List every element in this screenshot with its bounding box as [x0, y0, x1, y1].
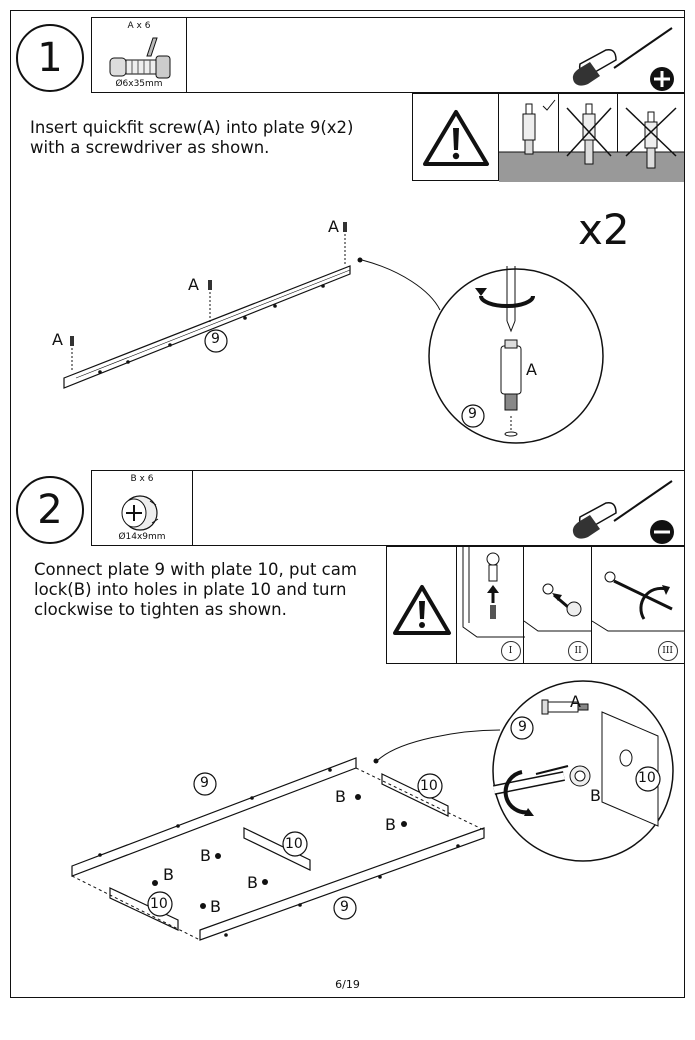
warning-table: [412, 93, 685, 182]
step-number-circle: 1: [16, 24, 84, 92]
zoom-detail-circle: [492, 680, 674, 862]
warning-cell: [413, 94, 500, 180]
wrong-screw-depth-icon: [558, 103, 619, 182]
plate-9-label: 9: [200, 775, 209, 791]
part-quantity: B x 6: [130, 474, 154, 484]
plate-number-label: 9: [211, 331, 220, 347]
parts-box: A x 6 Ø6x35mm: [91, 17, 685, 93]
zoom-detail-circle: [428, 266, 604, 444]
zoom-cam-lock-label: B: [590, 786, 601, 805]
cam-lock-label: B: [385, 815, 396, 834]
flathead-screwdriver-icon: [572, 480, 674, 544]
warning-triangle-icon: [393, 585, 451, 635]
insert-screw-icon: [462, 547, 525, 638]
plate-10-label: 10: [420, 778, 438, 794]
step-number-circle: 2: [16, 476, 84, 544]
sub-step-cell: II: [523, 547, 593, 663]
screw-label: A: [188, 275, 199, 294]
sub-step-number: II: [568, 641, 589, 661]
multiplier-label: x2: [578, 205, 630, 254]
wrong-example-cell: [618, 94, 685, 182]
tighten-cam-lock-icon: [591, 571, 685, 632]
correct-screw-depth-icon: [499, 99, 560, 182]
part-size: Ø14x9mm: [118, 532, 166, 542]
frame-assembly-drawing: [71, 729, 501, 941]
sub-step-number: III: [657, 641, 678, 661]
plate-9-label: 9: [340, 899, 349, 915]
cam-lock-label: B: [247, 873, 258, 892]
part-size: Ø6x35mm: [115, 79, 163, 89]
screw-label: A: [52, 330, 63, 349]
sub-step-cell: III: [591, 547, 685, 663]
phillips-screwdriver-icon: [572, 27, 674, 91]
warning-cell: [387, 547, 457, 663]
warning-table: I II III: [386, 546, 685, 664]
cam-lock-label: B: [163, 865, 174, 884]
page-number: 6/19: [335, 978, 360, 991]
zoom-plate-9-label: 9: [518, 719, 527, 735]
wrong-example-cell: [558, 94, 619, 182]
part-cell: A x 6 Ø6x35mm: [92, 18, 187, 92]
step-number: 1: [37, 35, 63, 81]
step-number: 2: [37, 487, 63, 533]
zoom-screw-label: A: [526, 360, 537, 379]
part-cell: B x 6 Ø14x9mm: [92, 471, 193, 545]
instruction-text: Insert quickfit screw(A) into plate 9(x2…: [30, 118, 354, 157]
sub-step-number: I: [500, 641, 521, 661]
parts-box: B x 6 Ø14x9mm: [91, 470, 685, 546]
plate-9-drawing: [63, 222, 441, 389]
cam-lock-label: B: [335, 787, 346, 806]
cam-lock-label: B: [210, 897, 221, 916]
zoom-screw-label: A: [570, 692, 581, 711]
warning-triangle-icon: [423, 110, 489, 166]
screw-label: A: [328, 217, 339, 236]
instruction-text: Connect plate 9 with plate 10, put cam l…: [34, 560, 357, 619]
plate-10-label: 10: [150, 896, 168, 912]
zoom-plate-label: 9: [468, 406, 477, 422]
quickfit-screw-icon: [109, 37, 171, 79]
correct-example-cell: [499, 94, 560, 182]
sub-step-cell: I: [457, 547, 525, 663]
wrong-screw-depth-icon: [618, 107, 685, 182]
cam-lock-icon: [121, 495, 159, 531]
part-quantity: A x 6: [127, 21, 151, 31]
zoom-plate-10-label: 10: [638, 770, 656, 786]
plate-10-label: 10: [285, 836, 303, 852]
cam-lock-label: B: [200, 846, 211, 865]
insert-cam-lock-icon: [523, 583, 593, 632]
